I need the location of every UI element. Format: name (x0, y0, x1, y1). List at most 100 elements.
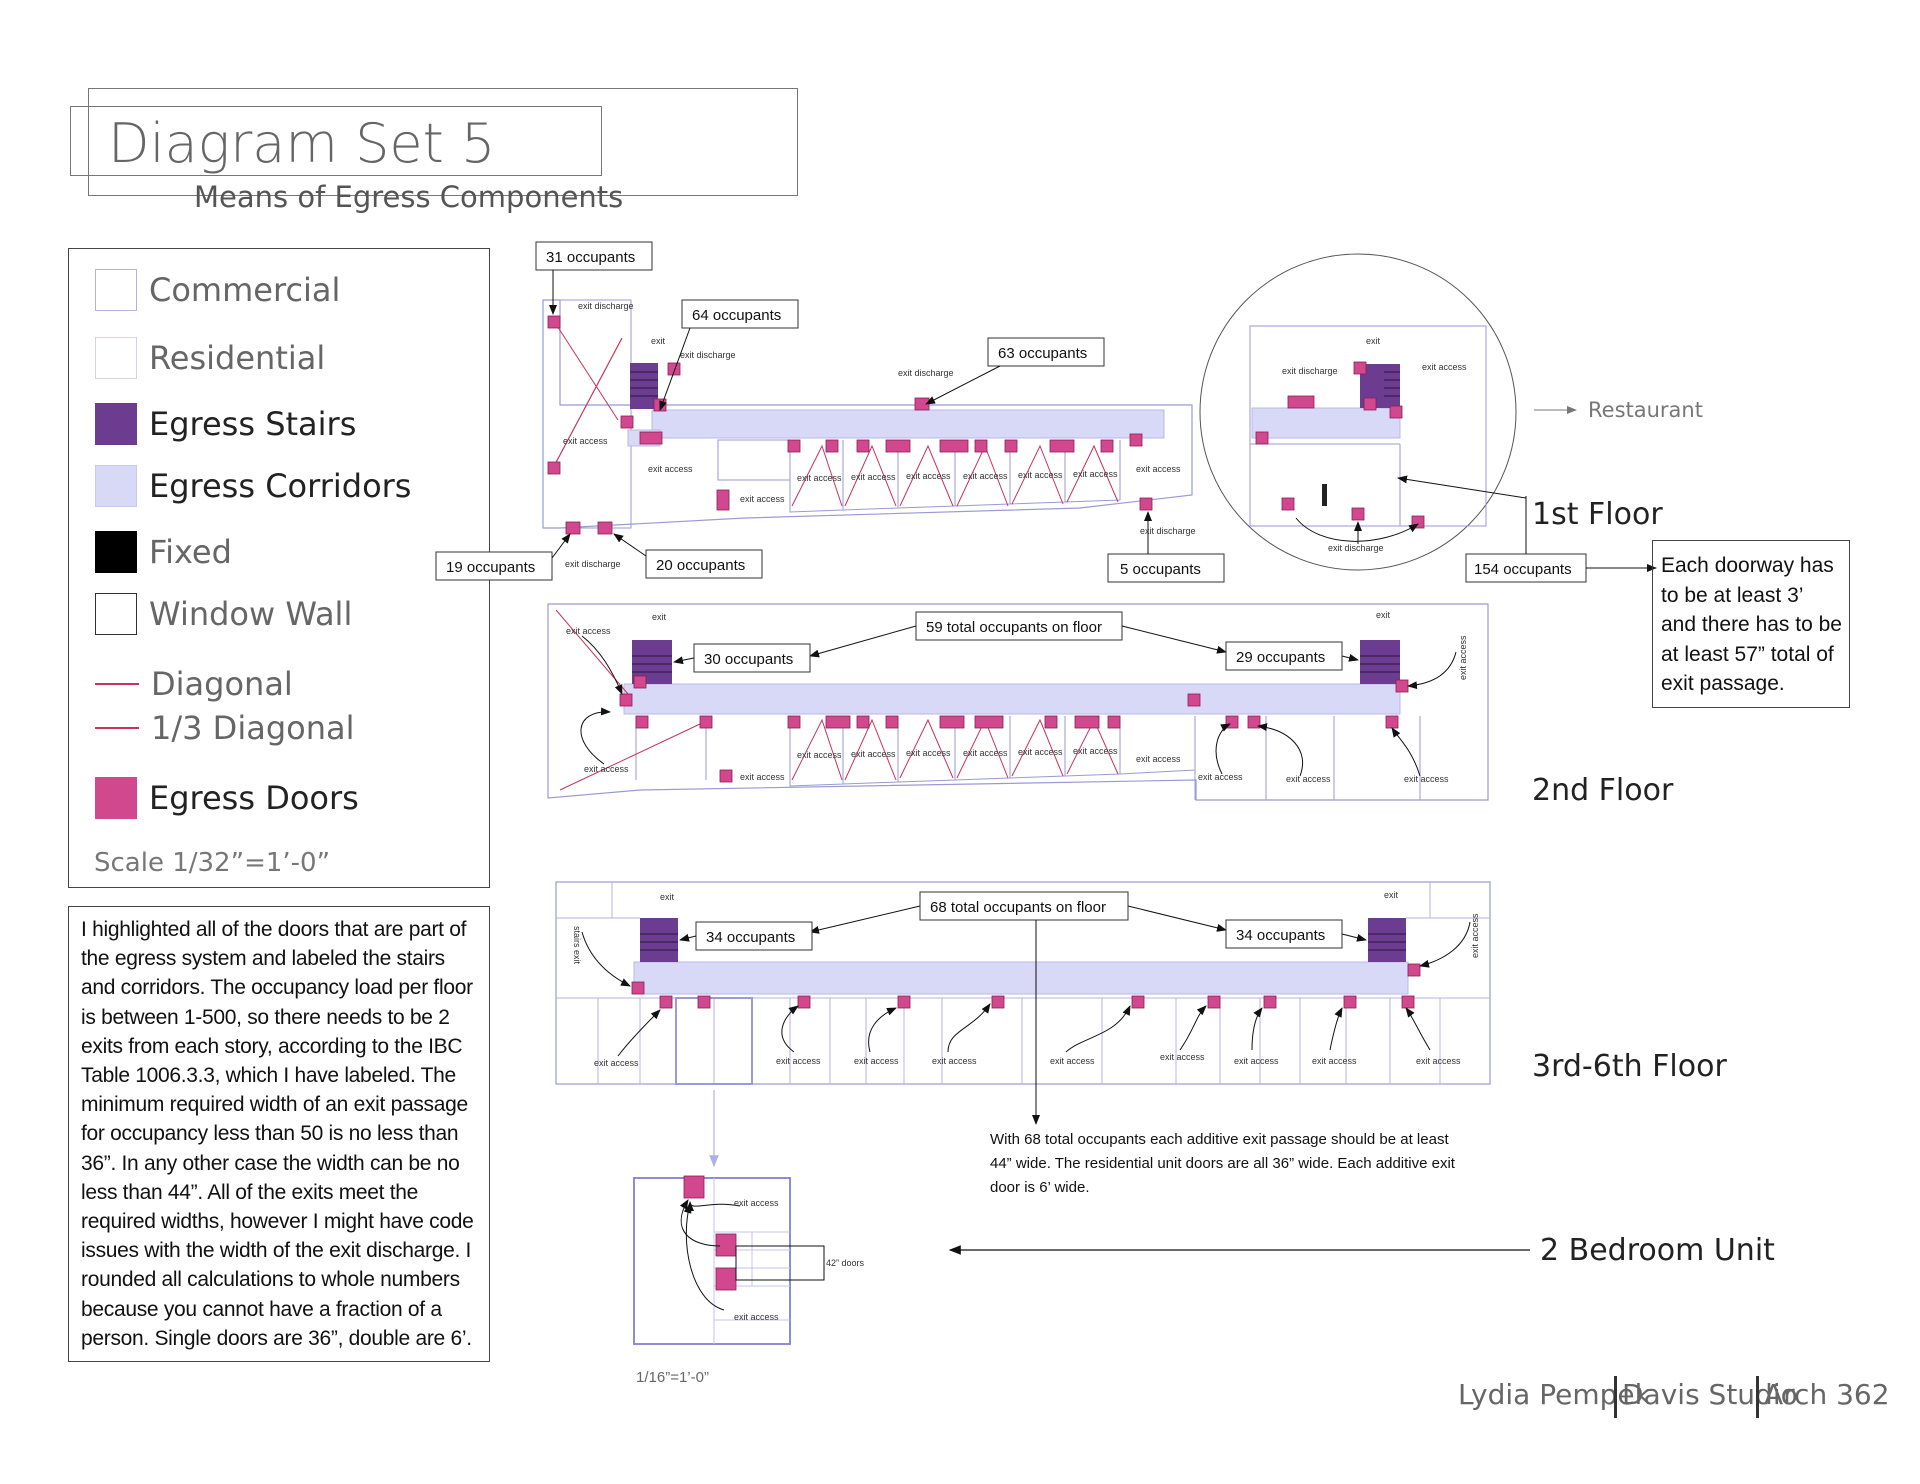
legend-label: Residential (149, 339, 326, 377)
footer-course: Arch 362 (1764, 1378, 1890, 1411)
label-exit-access: exit access (1404, 774, 1449, 784)
label-exit-access: exit access (563, 436, 608, 446)
egress-door (885, 439, 911, 453)
label-exit-access: exit access (1312, 1056, 1357, 1066)
egress-door (716, 489, 730, 511)
first-floor-left-wing (542, 299, 632, 529)
third-floor-note-line-1: With 68 total occupants each additive ex… (990, 1131, 1449, 1148)
commercial-swatch (95, 269, 137, 311)
label-exit-discharge: exit discharge (565, 559, 621, 569)
third-floor-stair-left (640, 918, 678, 962)
callout-31-text: 31 occupants (546, 249, 635, 266)
legend-item-fixed: Fixed (95, 529, 232, 575)
label-exit-access: exit access (932, 1056, 977, 1066)
legend-item-egress-doors: Egress Doors (95, 775, 359, 821)
callout-59-total: 59 total occupants on floor (809, 611, 1227, 658)
callout-63-text: 63 occupants (998, 345, 1087, 362)
second-floor-corridor (623, 683, 1401, 715)
label-exit-access: exit access (906, 748, 951, 758)
egress-door (667, 362, 681, 376)
label-exit-access-vertical: exit access (1458, 635, 1468, 680)
legend-label: Window Wall (149, 595, 353, 633)
egress-door (547, 315, 561, 329)
legend-item-commercial: Commercial (95, 267, 340, 313)
label-exit-access: exit access (963, 471, 1008, 481)
label-exit-access: exit access (776, 1056, 821, 1066)
floor-label-first: 1st Floor (1532, 497, 1663, 532)
footer-studio: Davis Studio (1622, 1378, 1798, 1411)
callout-19-occupants: 19 occupants (435, 533, 571, 581)
first-floor-stair-treads (630, 371, 658, 397)
floor-label-second: 2nd Floor (1532, 773, 1674, 808)
restaurant-label: Restaurant (1588, 398, 1703, 422)
first-floor-diagonal-2 (551, 317, 619, 421)
label-exit-access: exit access (1073, 746, 1118, 756)
egress-stairs-swatch (95, 403, 137, 445)
label-exit-access: exit access (963, 748, 1008, 758)
third-floor-note-line-3: door is 6’ wide. (990, 1179, 1090, 1196)
unit-label: 2 Bedroom Unit (1540, 1233, 1775, 1268)
label-exit-access: exit access (1136, 754, 1181, 764)
restaurant-plan (1249, 325, 1487, 527)
egress-door (787, 439, 801, 453)
restaurant-label-exit: exit (1366, 336, 1381, 346)
label-exit-access: exit access (1286, 774, 1331, 784)
callout-29-text: 29 occupants (1236, 649, 1325, 666)
callout-5-text: 5 occupants (1120, 561, 1201, 578)
third-floor-outline (555, 881, 1491, 1085)
egress-door (597, 521, 613, 535)
label-exit-access: exit access (851, 749, 896, 759)
unit-door-dimension (735, 1245, 825, 1281)
restaurant-label-exit-access: exit access (1422, 362, 1467, 372)
label-exit-access: exit access (797, 473, 842, 483)
label-exit-access-vertical: exit access (1470, 913, 1480, 958)
third-floor-highlight-unit (675, 997, 753, 1085)
label-exit-access: exit access (1073, 469, 1118, 479)
page-title: Diagram Set 5 (108, 112, 496, 175)
label-exit: exit (660, 892, 675, 902)
restaurant-detail-circle (1199, 253, 1517, 571)
label-exit-access: exit access (1018, 470, 1063, 480)
label-exit-discharge: exit discharge (1140, 526, 1196, 536)
egress-door (1129, 433, 1143, 447)
label-exit-access: exit access (740, 772, 785, 782)
restaurant-leader (1397, 475, 1527, 499)
legend-item-egress-corridors: Egress Corridors (95, 463, 411, 509)
diagonal-line-swatch (95, 683, 139, 685)
label-exit-discharge: exit discharge (680, 350, 736, 360)
first-floor-diagonal (551, 337, 623, 471)
label-exit-access: exit access (584, 764, 629, 774)
unit-label-exit-access: exit access (734, 1198, 779, 1208)
third-floor-stair-right (1368, 918, 1406, 962)
egress-corridors-swatch (95, 465, 137, 507)
callout-34-right-text: 34 occupants (1236, 927, 1325, 944)
label-exit-access: exit access (1136, 464, 1181, 474)
third-floor-flow-arrows (581, 921, 1471, 1057)
label-exit-access: exit access (740, 494, 785, 504)
label-exit-access: exit access (1234, 1056, 1279, 1066)
callout-31-occupants: 31 occupants (535, 241, 653, 315)
callout-30-occupants: 30 occupants (673, 643, 811, 673)
second-floor-doors (619, 675, 1409, 783)
doorway-requirement-note: Each doorway has to be at least 3’ and t… (1652, 540, 1850, 708)
label-exit-access: exit access (594, 1058, 639, 1068)
unit-plan: exit access exit access 42” doors 1/16”=… (633, 1090, 1775, 1386)
callout-154-text: 154 occupants (1474, 561, 1572, 578)
unit-outline (633, 1177, 791, 1345)
legend-label: Diagonal (151, 665, 293, 703)
legend: Commercial Residential Egress Stairs Egr… (68, 248, 490, 888)
label-exit-access: exit access (648, 464, 693, 474)
label-exit-access: exit access (854, 1056, 899, 1066)
legend-label: 1/3 Diagonal (151, 709, 355, 747)
first-floor-plan: exit discharge exit exit discharge exit … (435, 241, 1703, 583)
legend-item-window-wall: Window Wall (95, 591, 352, 637)
second-floor-stair-right (1360, 640, 1400, 684)
residential-swatch (95, 337, 137, 379)
first-floor-stair (630, 363, 658, 409)
label-exit-access: exit access (1198, 772, 1243, 782)
title-frame-inner (70, 106, 602, 176)
label-exit: exit (1384, 890, 1399, 900)
second-floor-flow-arrows (580, 635, 1457, 777)
egress-door (1100, 439, 1114, 453)
